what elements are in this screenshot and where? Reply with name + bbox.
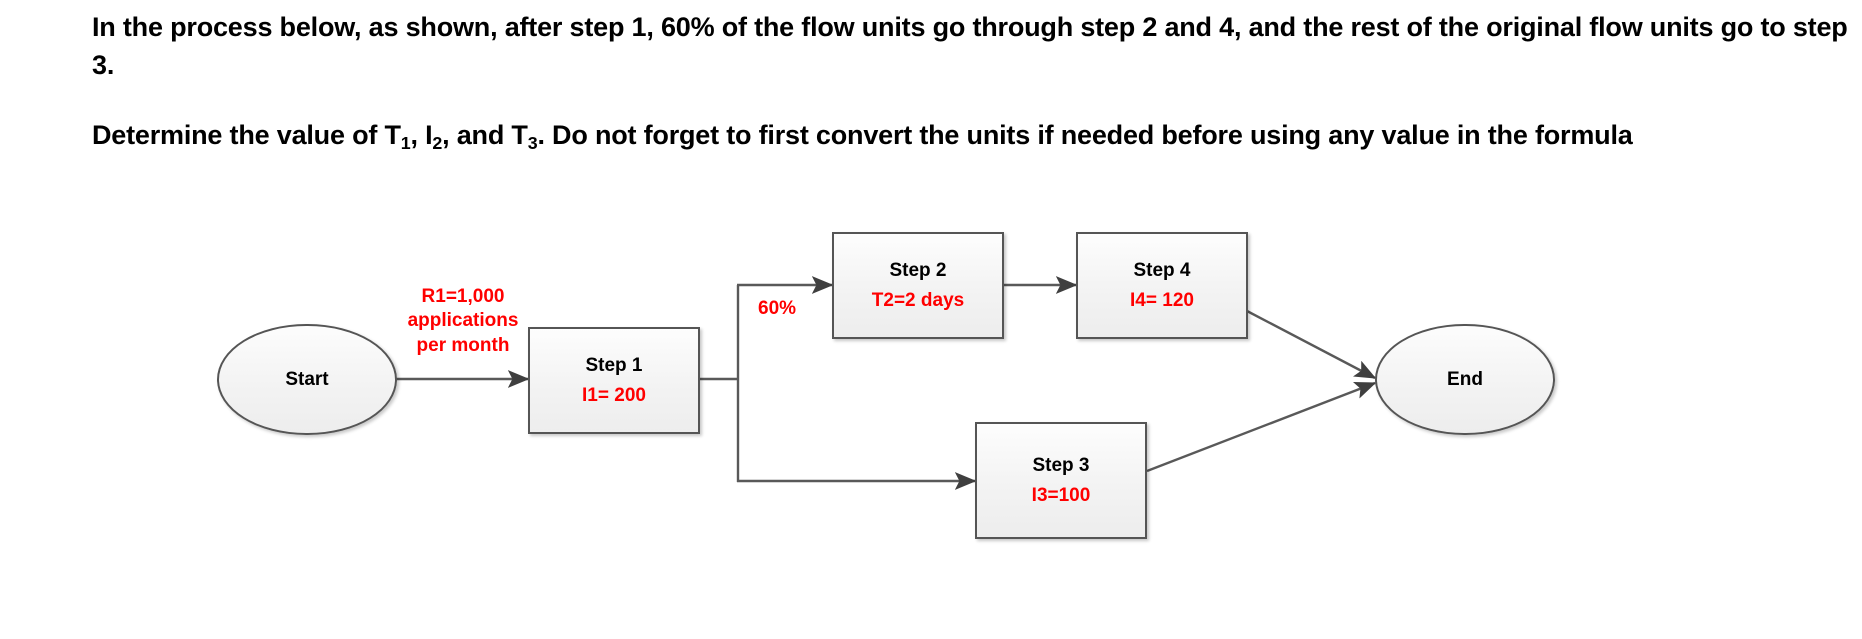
connector-step4-to-end	[1246, 309, 1377, 380]
node-step3[interactable]: Step 3 I3=100	[975, 422, 1147, 539]
edge-label-rate: R1=1,000 applications per month	[407, 286, 519, 356]
node-end[interactable]: End	[1375, 324, 1555, 435]
node-step4-metric: I4= 120	[1130, 289, 1194, 311]
node-step4[interactable]: Step 4 I4= 120	[1076, 232, 1248, 339]
q2-subscript-3: 3	[527, 132, 538, 153]
q2-part-c: , and T	[442, 119, 528, 150]
node-step3-metric: I3=100	[1031, 484, 1091, 506]
question-text-block: In the process below, as shown, after st…	[92, 8, 1852, 154]
q2-subscript-1: 1	[400, 132, 411, 153]
node-step1[interactable]: Step 1 I1= 200	[528, 327, 700, 434]
q2-subscript-2: 2	[432, 132, 443, 153]
node-start[interactable]: Start	[217, 324, 397, 435]
node-end-title: End	[1447, 368, 1483, 390]
q2-part-b: , I	[410, 119, 433, 150]
node-step2-metric: T2=2 days	[871, 289, 965, 311]
node-step4-title: Step 4	[1133, 259, 1191, 281]
node-step1-metric: I1= 200	[582, 384, 646, 406]
process-flow-diagram: Start R1=1,000 applications per month St…	[0, 215, 1862, 639]
node-step3-title: Step 3	[1032, 454, 1090, 476]
node-start-title: Start	[285, 368, 329, 390]
diagram-connectors	[396, 276, 1377, 490]
node-step1-title: Step 1	[585, 354, 643, 376]
question-paragraph-1: In the process below, as shown, after st…	[92, 12, 1848, 81]
node-step2[interactable]: Step 2 T2=2 days	[832, 232, 1004, 339]
node-step2-title: Step 2	[889, 259, 947, 281]
q2-part-d: . Do not forget to first convert the uni…	[537, 119, 1633, 150]
edge-label-split-percent: 60%	[758, 298, 797, 319]
question-paragraph-2: Determine the value of T1, I2, and T3. D…	[92, 116, 1852, 154]
connector-step3-to-end	[1146, 381, 1377, 473]
q2-part-a: Determine the value of T	[92, 119, 401, 150]
